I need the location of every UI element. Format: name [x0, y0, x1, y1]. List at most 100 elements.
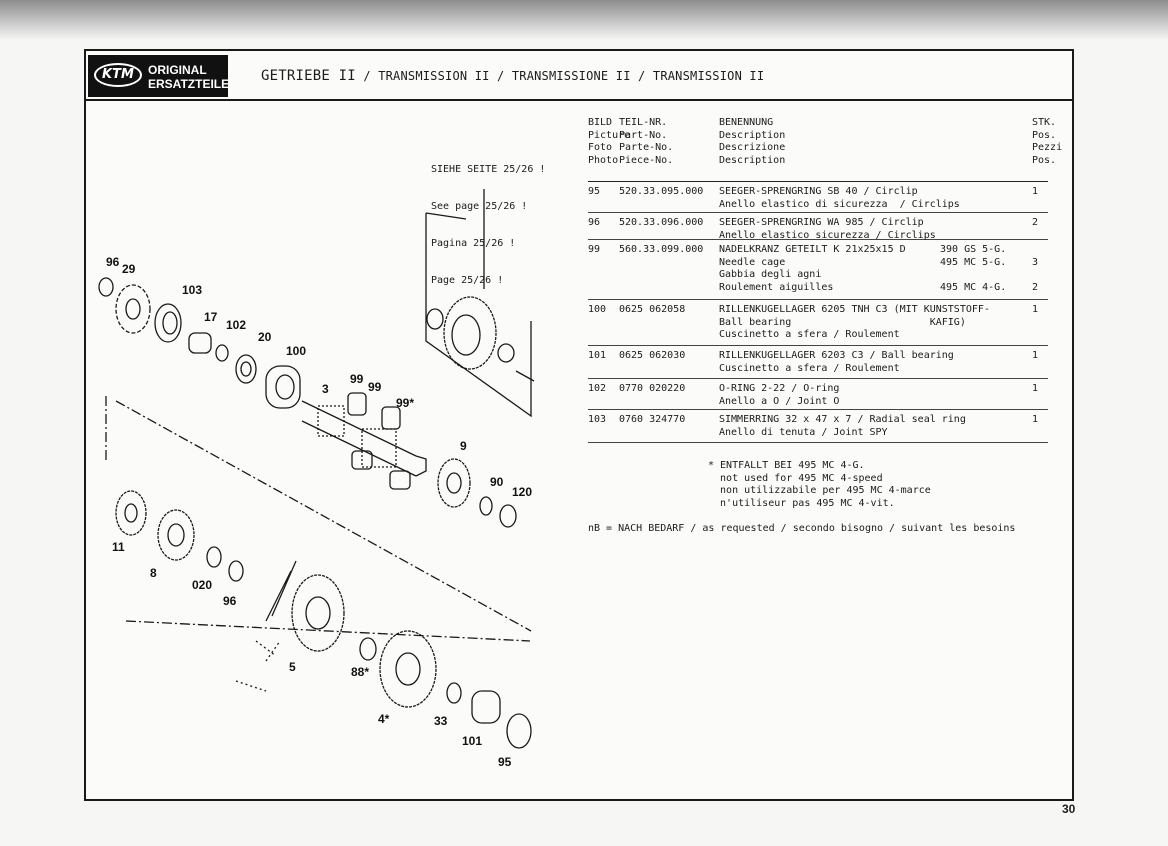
part-no-cell: 520.33.096.000	[619, 217, 704, 228]
table-row: 101 0625 062030 RILLENKUGELLAGER 6203 C3 /…	[588, 346, 1048, 379]
callout-label: 101	[462, 734, 482, 748]
callout-label: 99	[368, 380, 382, 394]
catalog-page-frame: KTM ORIGINAL ERSATZTEILE GETRIEBE II / T…	[84, 49, 1074, 801]
callout-label: 3	[322, 382, 329, 396]
washer-90	[479, 496, 493, 516]
logo-text-ersatzteile: ERSATZTEILE	[148, 77, 230, 91]
sprocket-29	[115, 284, 151, 334]
callout-label: 103	[182, 283, 202, 297]
page-title: GETRIEBE II / TRANSMISSION II / TRANSMIS…	[261, 68, 764, 84]
description-cell: SEEGER-SPRENGRING WA 985 / Circlip Anell…	[719, 217, 936, 241]
needle-cage-99	[347, 392, 367, 416]
inset-gear	[443, 296, 497, 370]
assembly-boundary	[105, 396, 532, 642]
table-row: 102 0770 020220 O-RING 2-22 / O-ring Anell…	[588, 379, 1048, 410]
callout-label: 88*	[351, 665, 369, 679]
part-no-cell: 0760 324770	[619, 414, 686, 425]
ktm-logo: KTM ORIGINAL ERSATZTEILE	[88, 55, 230, 97]
table-row: 99 560.33.099.000 NADELKRANZ GETEILT K 21x…	[588, 240, 1048, 300]
callout-label: 29	[122, 262, 136, 276]
col-header-picture: BILD Picture Foto Photo	[588, 117, 631, 166]
part-no-cell: 0770 020220	[619, 383, 686, 394]
gear-5	[291, 574, 345, 652]
variant-cell: 390 GS 5-G. 495 MC 5-G. 495 MC 4-G.	[940, 244, 1007, 293]
picture-cell: 103	[588, 414, 607, 425]
qty-cell: 3 2	[1032, 256, 1039, 293]
picture-cell: 101	[588, 350, 607, 361]
shaft-3	[301, 400, 427, 477]
logo-text-original: ORIGINAL	[148, 63, 207, 77]
oring-102	[215, 344, 229, 362]
callout-label: 8	[150, 566, 157, 580]
picture-cell: 102	[588, 383, 607, 394]
col-header-qty: STK. Pos. Pezzi Pos.	[1032, 117, 1063, 166]
col-header-description: BENENNUNG Description Descrizione Descri…	[719, 117, 786, 166]
inset-outline	[425, 213, 532, 418]
gear-9	[437, 458, 471, 508]
description-cell: NADELKRANZ GETEILT K 21x25x15 D Needle c…	[719, 244, 906, 293]
callout-label: 99*	[396, 396, 414, 410]
part-no-cell: 0625 062030	[619, 350, 686, 361]
see-page-line: Pagina 25/26 !	[431, 238, 516, 250]
callout-label: 33	[434, 714, 448, 728]
table-row: 100 0625 062058 RILLENKUGELLAGER 6205 TNH …	[588, 300, 1048, 346]
see-page-line: SIEHE SEITE 25/26 !	[431, 163, 546, 175]
ring-120	[499, 504, 517, 528]
circlip-96-lower	[228, 560, 244, 582]
callout-label: 5	[289, 660, 296, 674]
callout-label: 9	[460, 439, 467, 453]
circlip-96	[98, 277, 114, 297]
part-no-cell: 0625 062058	[619, 304, 686, 315]
table-header: BILD Picture Foto Photo TEIL-NR. Part-No…	[588, 115, 1062, 182]
callout-label: 100	[286, 344, 306, 358]
qty-cell: 1	[1032, 350, 1039, 361]
description-cell: RILLENKUGELLAGER 6205 TNH C3 (MIT KUNSTS…	[719, 304, 990, 341]
ktm-logo-mark: KTM	[94, 63, 142, 87]
bushing-17	[188, 332, 212, 354]
scan-shadow	[0, 0, 1168, 40]
footnote: * ENTFALLT BEI 495 MC 4-G. not used for …	[708, 460, 931, 509]
callout-label: 102	[226, 318, 246, 332]
description-cell: SEEGER-SPRENGRING SB 40 / Circlip Anello…	[719, 186, 960, 210]
page-header: KTM ORIGINAL ERSATZTEILE GETRIEBE II / T…	[86, 51, 1072, 101]
seal-103	[154, 303, 182, 343]
gear-8	[157, 509, 195, 561]
qty-cell: 1	[1032, 186, 1039, 197]
col-header-part-no: TEIL-NR. Part-No. Parte-No. Piece-No.	[619, 117, 674, 166]
callout-label: 90	[490, 475, 504, 489]
nb-note: nB = NACH BEDARF / as requested / second…	[588, 523, 1016, 534]
callout-label: 120	[512, 485, 532, 499]
callout-label: 4*	[378, 712, 390, 726]
see-page-note: SIEHE SEITE 25/26 ! See page 25/26 ! Pag…	[431, 139, 545, 313]
bearing-100	[265, 365, 301, 409]
washer-020	[206, 546, 222, 568]
picture-cell: 100	[588, 304, 607, 315]
description-cell: SIMMERRING 32 x 47 x 7 / Radial seal rin…	[719, 414, 966, 438]
table-row: 103 0760 324770 SIMMERRING 32 x 47 x 7 / R…	[588, 410, 1048, 443]
description-cell: RILLENKUGELLAGER 6203 C3 / Ball bearing …	[719, 350, 954, 374]
title-main: GETRIEBE II	[261, 68, 356, 84]
part-no-cell: 560.33.099.000	[619, 244, 704, 255]
picture-cell: 99	[588, 244, 601, 255]
qty-cell: 1	[1032, 304, 1039, 315]
washer-33	[446, 682, 462, 704]
gear-11	[115, 490, 147, 536]
page-number: 30	[1062, 802, 1076, 816]
callout-label: 96	[223, 594, 237, 608]
callout-label: 11	[112, 540, 125, 554]
parts-table: BILD Picture Foto Photo TEIL-NR. Part-No…	[588, 115, 1062, 443]
description-cell: O-RING 2-22 / O-ring Anello a O / Joint …	[719, 383, 840, 407]
picture-cell: 96	[588, 217, 601, 228]
see-page-line: Page 25/26 !	[431, 275, 504, 287]
callout-label: 17	[204, 310, 218, 324]
qty-cell: 2	[1032, 217, 1039, 228]
callout-label: 96	[106, 255, 120, 269]
washer-20	[235, 354, 257, 384]
gear-4	[379, 630, 437, 708]
bearing-101	[471, 690, 501, 724]
callout-label: 95	[498, 755, 512, 769]
part-no-cell: 520.33.095.000	[619, 186, 704, 197]
callout-label: 99	[350, 372, 364, 386]
